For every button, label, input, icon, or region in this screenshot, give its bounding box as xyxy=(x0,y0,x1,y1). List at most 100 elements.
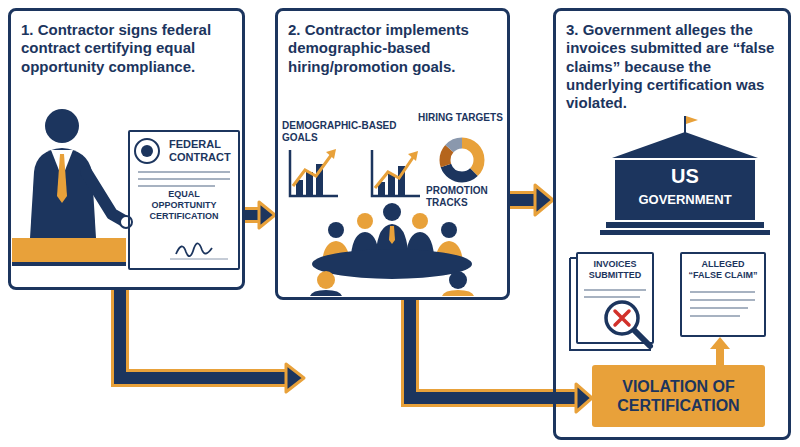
meeting-figures xyxy=(310,290,342,296)
agency-sign: GOVERNMENT xyxy=(615,192,755,208)
meeting-figures xyxy=(442,290,474,296)
invoice-decoration xyxy=(584,296,640,298)
step-panel: 2. Contractor implements demographic-bas… xyxy=(275,8,510,300)
arrow-head xyxy=(710,337,730,349)
bar-chart-icon xyxy=(372,150,420,196)
flow-arrow xyxy=(120,290,288,378)
contractor-figure xyxy=(57,154,67,203)
contractor-figure xyxy=(30,148,96,238)
meeting-figures xyxy=(412,213,428,229)
chart-label: DEMOGRAPHIC-BASED GOALS xyxy=(282,120,400,144)
government-building xyxy=(684,116,686,134)
bar-chart-icon xyxy=(290,149,338,196)
bar-chart-icon xyxy=(293,154,332,186)
contract-decoration xyxy=(141,145,153,157)
arrow-outline xyxy=(510,191,535,209)
government-building xyxy=(612,132,758,158)
government-building xyxy=(686,116,698,124)
donut-chart-icon xyxy=(445,143,479,177)
chart-label: HIRING TARGETS xyxy=(418,112,506,124)
step-heading: 3. Government alleges the invoices submi… xyxy=(566,21,778,112)
meeting-figures xyxy=(441,222,457,238)
document-title: INVOICES SUBMITTED xyxy=(582,259,648,281)
claim-decoration xyxy=(690,307,748,309)
step-panel: FEDERAL CONTRACT EQUAL OPPORTUNITY CERTIF… xyxy=(8,8,245,290)
step-panel: INVOICES SUBMITTED ALLEGED “FALSE CLAIM” V… xyxy=(553,8,791,440)
chart-label: PROMOTION TRACKS xyxy=(426,185,506,209)
bar-chart-icon xyxy=(306,172,313,196)
meeting-figures xyxy=(383,203,401,221)
government-building xyxy=(606,222,764,228)
agency-sign: US xyxy=(615,164,755,188)
meeting-figures xyxy=(312,249,472,279)
arrow-shaft xyxy=(410,300,576,398)
bar-chart-icon xyxy=(375,156,414,188)
contractor-figure xyxy=(12,109,132,266)
government-building xyxy=(600,230,770,235)
invoice-decoration xyxy=(584,289,646,291)
arrow-outline xyxy=(245,207,259,223)
contract-decoration xyxy=(138,178,230,180)
invoice-document: INVOICES SUBMITTED xyxy=(576,252,654,344)
meeting-figures xyxy=(357,213,373,229)
violation-box: VIOLATION OF CERTIFICATION xyxy=(592,365,765,427)
donut-chart-icon xyxy=(445,143,479,177)
invoice-decoration xyxy=(606,302,638,334)
bar-chart-icon xyxy=(290,150,338,196)
contract-document: FEDERAL CONTRACT EQUAL OPPORTUNITY CERTIF… xyxy=(128,130,240,270)
contractor-figure xyxy=(86,172,126,222)
document-title: ALLEGED “FALSE CLAIM” xyxy=(686,259,760,281)
government-building xyxy=(615,160,755,220)
invoice-decoration xyxy=(570,258,650,350)
flow-arrow xyxy=(286,364,304,392)
contract-decoration xyxy=(176,243,212,256)
arrow-outline xyxy=(410,300,576,398)
invoice-decoration xyxy=(615,311,629,325)
bar-chart-icon xyxy=(372,150,420,196)
certification-label: EQUAL OPPORTUNITY CERTIFICATION xyxy=(135,189,233,221)
arrow-head xyxy=(576,384,592,412)
contract-decoration xyxy=(135,139,159,163)
claim-decoration xyxy=(690,315,740,317)
claim-decoration xyxy=(690,291,755,293)
meeting-figures xyxy=(376,224,408,252)
donut-chart-icon xyxy=(445,143,479,177)
flow-arrow xyxy=(710,337,730,365)
government-building xyxy=(600,116,770,235)
arrow-head xyxy=(535,185,553,215)
donut-chart-icon xyxy=(445,143,479,177)
arrow-shaft xyxy=(245,210,259,220)
meeting-figures xyxy=(310,203,474,296)
meeting-figures xyxy=(328,222,344,238)
claim-decoration xyxy=(690,299,755,301)
step-heading: 2. Contractor implements demographic-bas… xyxy=(288,21,497,76)
donut-chart-icon xyxy=(445,143,479,177)
contractor-figure xyxy=(12,262,126,266)
document-title: FEDERAL CONTRACT xyxy=(169,138,233,163)
claim-decoration xyxy=(690,292,755,316)
arrow-shaft xyxy=(510,194,535,206)
contractor-figure xyxy=(120,216,132,228)
contract-decoration xyxy=(138,185,215,187)
invoice-decoration xyxy=(570,258,650,350)
flow-arrow xyxy=(410,300,592,412)
step-heading: 1. Contractor signs federal contract cer… xyxy=(21,21,232,76)
arrow-shaft xyxy=(716,349,724,365)
flow-arrow xyxy=(510,185,553,215)
flow-arrow xyxy=(120,290,286,378)
bar-chart-icon xyxy=(388,174,395,196)
contract-decoration xyxy=(138,171,230,173)
meeting-figures xyxy=(449,271,467,289)
arrow-head xyxy=(259,202,275,228)
claim-document: ALLEGED “FALSE CLAIM” xyxy=(680,252,766,337)
meeting-figures xyxy=(317,271,335,289)
violation-label: VIOLATION OF CERTIFICATION xyxy=(598,377,759,415)
bar-chart-icon xyxy=(326,149,336,159)
flow-arrow xyxy=(120,290,304,392)
bar-chart-icon xyxy=(408,151,418,161)
meeting-figures xyxy=(389,226,395,244)
contract-decoration xyxy=(170,259,228,260)
contractor-figure xyxy=(12,238,126,262)
flow-arrow xyxy=(245,202,275,228)
contractor-figure xyxy=(45,109,79,143)
